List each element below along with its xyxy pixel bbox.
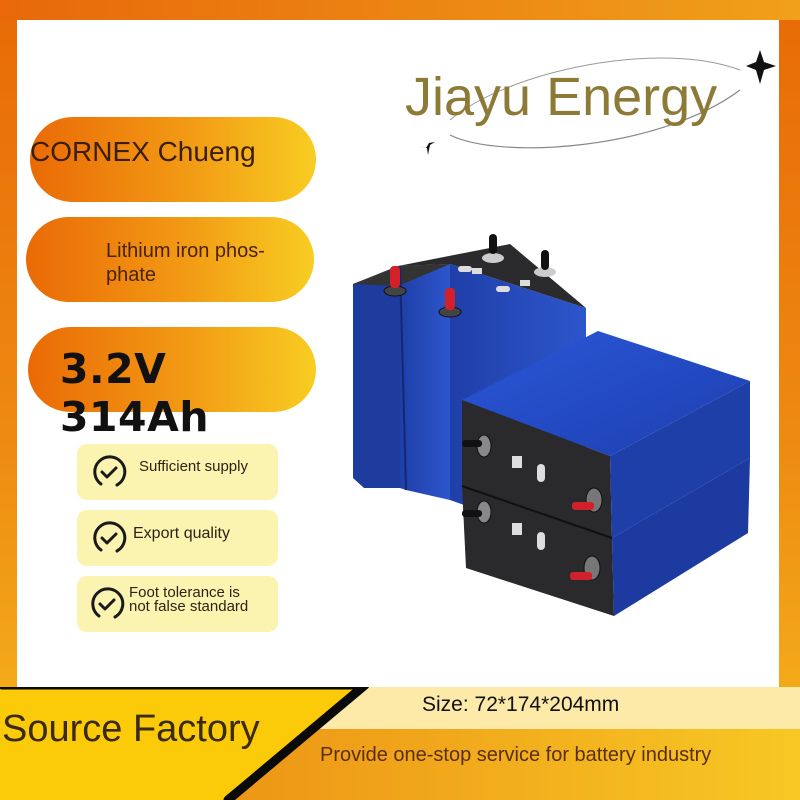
chemistry-pill: Lithium iron phos-phate xyxy=(26,217,314,302)
source-factory-headline: Source Factory xyxy=(2,708,260,750)
feature-label: Export quality xyxy=(133,525,230,542)
feature-sufficient-supply: Sufficient supply xyxy=(77,444,278,500)
spec-pill-label: 3.2V 314Ah xyxy=(60,345,210,441)
battery-cells-image xyxy=(353,234,750,616)
size-spec: Size: 72*174*204mm xyxy=(422,693,620,716)
brand-pill-label: CORNEX Chueng xyxy=(30,136,256,167)
bottom-banner: Source Factory Size: 72*174*204mm Provid… xyxy=(0,687,800,800)
top-frame-strip xyxy=(0,0,800,20)
spec-pill: 3.2V 314Ah xyxy=(28,327,316,441)
brand-swoosh-decoration xyxy=(419,50,776,155)
check-circle-icon xyxy=(93,521,127,553)
brand-pill: CORNEX Chueng xyxy=(30,117,316,202)
check-circle-icon xyxy=(93,455,127,487)
feature-export-quality: Export quality xyxy=(77,510,278,566)
chemistry-pill-label: Lithium iron phos-phate xyxy=(106,240,265,286)
brand-title: Jiayu Energy xyxy=(405,67,718,127)
feature-label: Sufficient supply xyxy=(139,458,248,475)
service-tagline: Provide one-stop service for battery ind… xyxy=(320,744,712,766)
banner-slash-decoration xyxy=(0,687,370,800)
check-circle-icon xyxy=(91,587,125,619)
